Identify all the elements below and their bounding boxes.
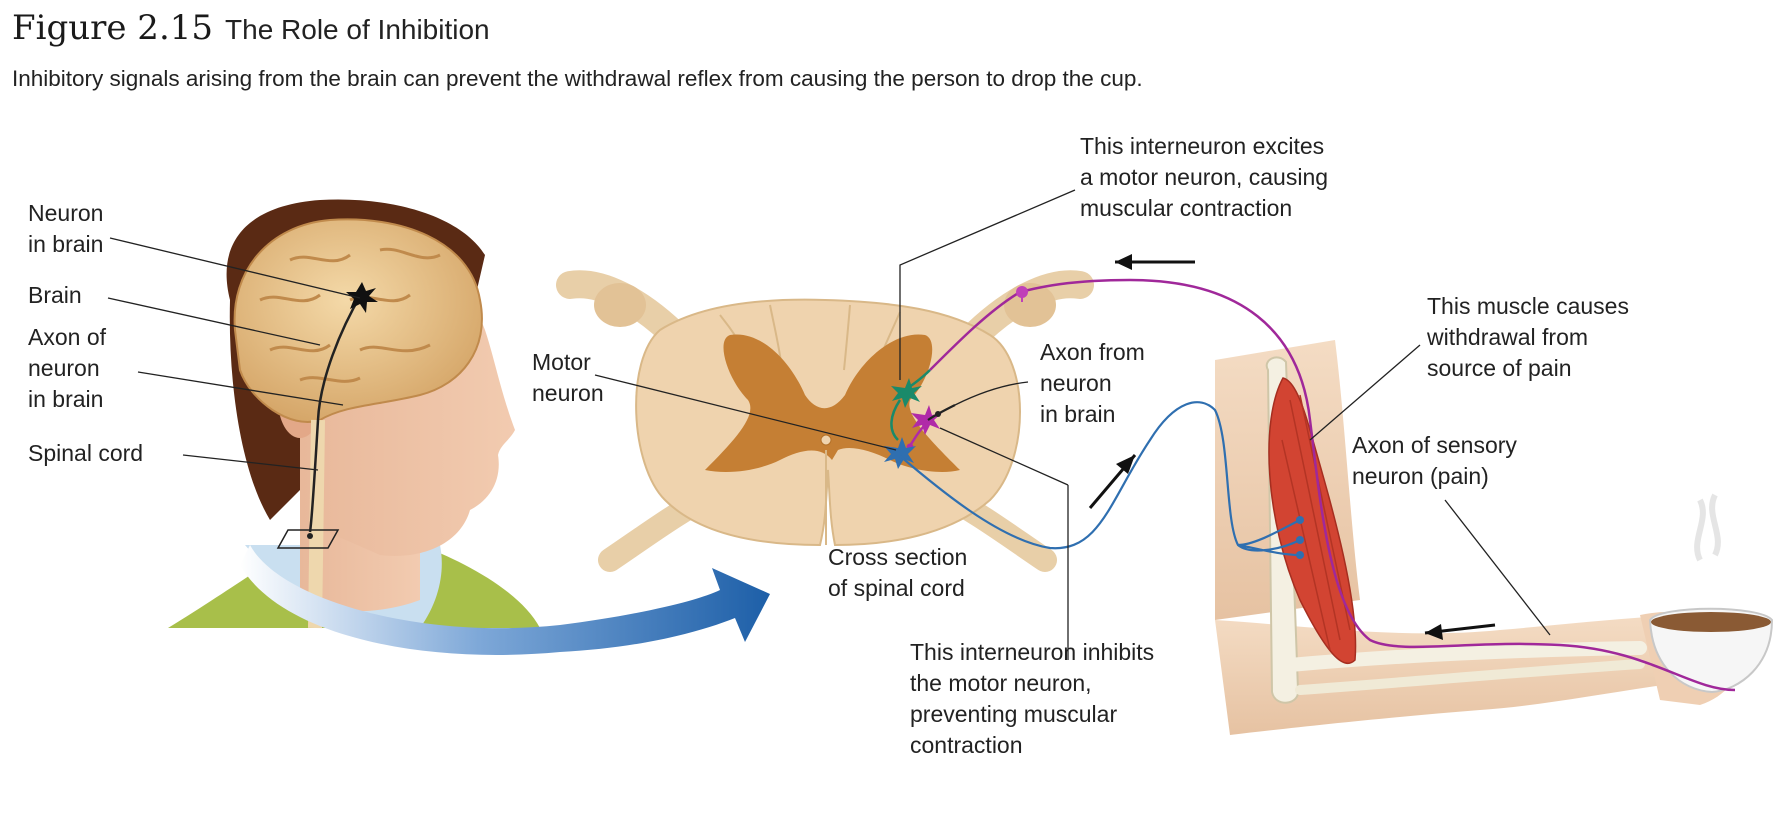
direction-arrows: [1088, 254, 1496, 640]
label-neuron-in-brain: Neuron in brain: [28, 200, 104, 257]
label-axon-of-neuron-in-brain: Axon of neuron in brain: [28, 324, 106, 412]
label-spinal-cord: Spinal cord: [28, 440, 144, 466]
figure-number: Figure 2.15: [12, 8, 214, 48]
spinal-cord-cross-section: [556, 270, 1094, 572]
figure-caption: Inhibitory signals arising from the brai…: [12, 66, 1143, 91]
figure-title: The Role of Inhibition: [225, 14, 490, 45]
label-muscle: This muscle causes withdrawal from sourc…: [1427, 293, 1629, 381]
label-axon-from-neuron-in-brain: Axon from neuron in brain: [1040, 339, 1145, 427]
label-inhibitory-interneuron: This interneuron inhibits the motor neur…: [910, 639, 1155, 758]
figure-heading: Figure 2.15 The Role of Inhibition: [12, 8, 490, 48]
label-excitatory-interneuron: This interneuron excites a motor neuron,…: [1080, 133, 1329, 221]
label-cross-section: Cross section of spinal cord: [828, 544, 968, 601]
label-sensory-axon: Axon of sensory neuron (pain): [1352, 432, 1517, 489]
arm-illustration: [1215, 340, 1774, 735]
leader-lines: [107, 189, 1551, 660]
transition-arrow: [240, 545, 770, 655]
neural-pathways: [884, 278, 1736, 692]
label-brain: Brain: [28, 282, 82, 308]
head-illustration: [168, 199, 540, 629]
label-motor-neuron: Motor neuron: [532, 349, 604, 406]
